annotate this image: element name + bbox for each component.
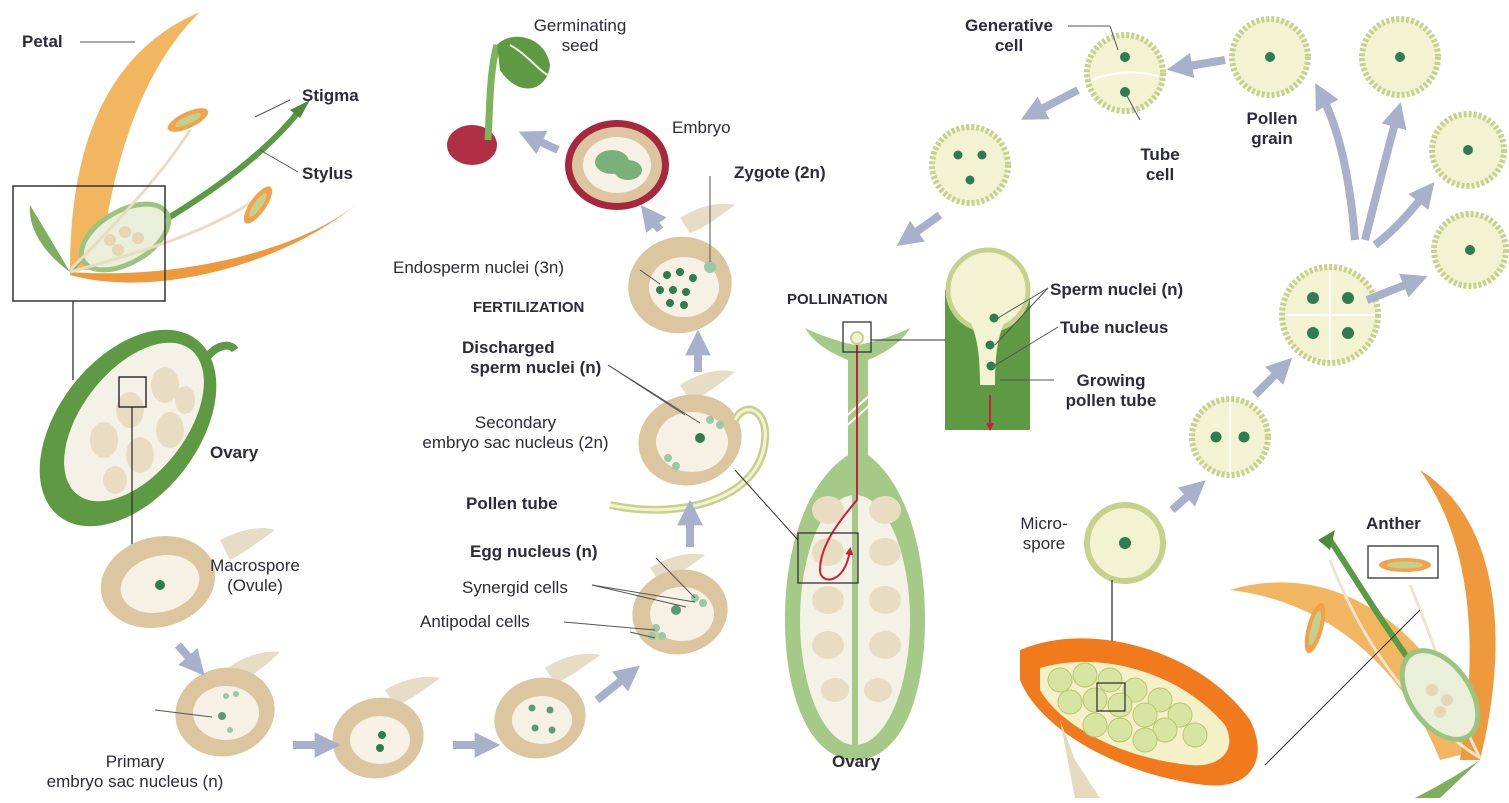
label-endosperm-nuclei: Endosperm nuclei (3n) [393, 258, 564, 278]
pistil-center [735, 322, 945, 760]
label-generative-cell: Generativecell [950, 16, 1068, 56]
label-growing-pollen-tube: Growingpollen tube [1055, 371, 1167, 411]
label-ovary-left: Ovary [210, 443, 258, 463]
pollen-grain-4 [1434, 214, 1506, 286]
flower-bottom-right [1230, 470, 1496, 798]
label-macrospore: Macrospore(Ovule) [195, 556, 315, 596]
pollen-tube-zoom [945, 250, 1058, 430]
label-tube-nucleus: Tube nucleus [1060, 318, 1168, 338]
anther-cross-section [1020, 638, 1258, 798]
pollen-grain-3 [1432, 114, 1504, 186]
ovary-left-cutaway [4, 297, 252, 560]
label-antipodal-cells: Antipodal cells [420, 612, 530, 632]
label-discharged-sperm-nuclei: Dischargedsperm nuclei (n) [462, 338, 601, 378]
label-anther: Anther [1366, 514, 1421, 534]
label-germinating-seed: Germinatingseed [520, 16, 640, 56]
label-synergid-cells: Synergid cells [462, 578, 568, 598]
pollen-grain-2 [1362, 19, 1438, 95]
fertilized-ovule [617, 204, 742, 345]
ovule-with-pollen-tube [610, 371, 765, 510]
label-pollen-grain: Pollengrain [1240, 109, 1304, 149]
label-embryo: Embryo [672, 118, 731, 138]
label-zygote: Zygote (2n) [734, 163, 826, 183]
label-fertilization: FERTILIZATION [473, 298, 584, 318]
label-secondary-embryo-sac-nucleus: Secondaryembryo sac nucleus (2n) [398, 413, 633, 453]
label-stylus: Stylus [302, 164, 353, 184]
label-pollen-tube: Pollen tube [466, 494, 558, 514]
mature-embryo-sac [623, 554, 737, 665]
seed-with-embryo [565, 120, 669, 210]
label-petal: Petal [22, 32, 63, 52]
pollen-generative-tube [1087, 35, 1163, 111]
label-stigma: Stigma [302, 86, 359, 106]
label-microspore: Micro-spore [1010, 514, 1078, 554]
primary-embryo-sac [165, 652, 284, 768]
label-egg-nucleus: Egg nucleus (n) [470, 542, 598, 562]
pollen-grain-1 [1232, 19, 1308, 95]
pollen-two-nuclei [1192, 399, 1268, 475]
embryo-sac-stage-2 [323, 677, 440, 789]
embryo-sac-stage-3 [485, 654, 600, 769]
label-primary-embryo-sac-nucleus: Primaryembryo sac nucleus (n) [20, 752, 250, 792]
label-pollination: POLLINATION [787, 290, 888, 310]
label-tube-cell: Tubecell [1130, 145, 1190, 185]
label-sperm-nuclei: Sperm nuclei (n) [1050, 280, 1183, 300]
germinating-seed [447, 37, 550, 165]
label-ovary-center: Ovary [832, 752, 880, 772]
pollen-three-nuclei [932, 127, 1008, 203]
pollen-tetrad [1282, 267, 1378, 363]
flower-top-left [13, 12, 355, 380]
petal-left [30, 205, 70, 272]
